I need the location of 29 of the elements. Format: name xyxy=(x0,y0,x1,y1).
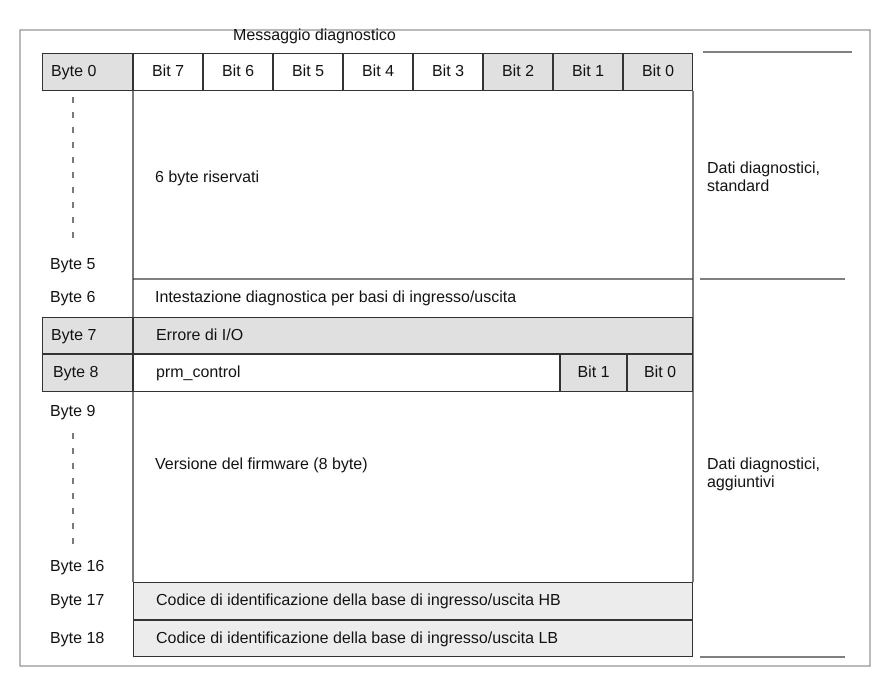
bit-cell: Bit 7 xyxy=(133,53,203,91)
field-cell: Codice di identificazione della base di ingresso/uscita HB xyxy=(133,582,693,620)
field-cell: Errore di I/O xyxy=(133,317,693,354)
byte-label: Byte 16 xyxy=(50,557,104,577)
bit-cell: Bit 6 xyxy=(203,53,273,91)
bit-cell: Bit 5 xyxy=(273,53,343,91)
byte-cell: Byte 0 xyxy=(42,53,133,91)
bit-cell: Bit 0 xyxy=(627,354,693,392)
diagram-title: Messaggio diagnostico xyxy=(233,26,396,46)
bit-cell: Bit 4 xyxy=(343,53,413,91)
bit-cell: Bit 2 xyxy=(483,53,553,91)
field-cell: prm_control xyxy=(133,354,560,392)
byte-label: Byte 18 xyxy=(50,629,104,649)
byte-label: Byte 9 xyxy=(50,402,96,422)
field-text: Versione del firmware (8 byte) xyxy=(155,455,368,475)
bit-cell: Bit 3 xyxy=(413,53,483,91)
field-cell: Codice di identificazione della base di ingresso/uscita LB xyxy=(133,620,693,657)
bit-cell: Bit 1 xyxy=(553,53,623,91)
field-text: 6 byte riservati xyxy=(155,168,260,188)
bit-cell: Bit 1 xyxy=(560,354,627,392)
byte-label: Byte 5 xyxy=(50,255,96,275)
byte-cell: Byte 8 xyxy=(42,354,133,392)
field-text: Intestazione diagnostica per basi di ingresso/uscita xyxy=(155,288,516,308)
section-label: Dati diagnostici, standard xyxy=(707,160,821,196)
section-label: Dati diagnostici, aggiuntivi xyxy=(707,456,821,492)
byte-cell: Byte 7 xyxy=(42,317,133,354)
bit-cell: Bit 0 xyxy=(623,53,693,91)
byte-label: Byte 6 xyxy=(50,288,96,308)
byte-label: Byte 17 xyxy=(50,591,104,611)
